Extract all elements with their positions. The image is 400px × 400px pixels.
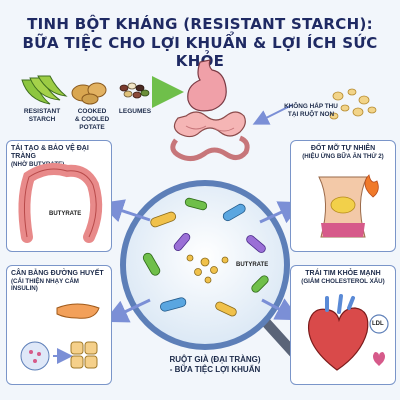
colon-benefit-card: TÁI TẠO & BẢO VỆ ĐẠI TRÀNG (NHỜ BUTYRATE… (6, 140, 112, 252)
arrow-to-heart (261, 298, 300, 321)
food-label-legumes: LEGUMES (118, 108, 152, 115)
not-absorbed-line1: KHÔNG HẤP THU (284, 103, 338, 110)
not-absorbed-line2: TẠI RUỘT NON (287, 110, 335, 118)
small-intestine-icon (170, 111, 250, 162)
fat-title-text: ĐỐT MỠ TỰ NHIÊN (310, 145, 376, 152)
page-title: TINH BỘT KHÁNG (RESISTANT STARCH): BỮA T… (0, 15, 400, 70)
title-line-2: BỮA TIỆC CHO LỢI KHUẨN & LỢI ÍCH SỨC KHỎ… (22, 34, 378, 70)
fat-subtitle-text: (HIỆU ỨNG BỮA ĂN THỨ 2) (302, 153, 384, 161)
arrow-to-sugar (103, 298, 151, 323)
heart-icon (307, 294, 389, 371)
colon-card-title: TÁI TẠO & BẢO VỆ ĐẠI TRÀNG (NHỜ BUTYRATE… (11, 145, 107, 168)
center-butyrate-tag: BUTYRATE (236, 262, 269, 268)
caption-line1: RUỘT GIÀ (ĐẠI TRÀNG) (169, 355, 261, 364)
not-absorbed-arrow (252, 104, 293, 125)
sugar-card-title: CÂN BẰNG ĐƯỜNG HUYẾT (CẢI THIỆN NHẠY CẢM… (11, 270, 107, 292)
starch-granules-icon (329, 88, 377, 120)
arrow-to-colon (99, 199, 151, 223)
heart-card-title: TRÁI TIM KHỎE MẠNH (GIẢM CHOLESTEROL XẤU… (295, 270, 391, 285)
bacteria-cluster (142, 197, 269, 317)
colon-subtitle-text: (NHỜ BUTYRATE) (11, 161, 65, 169)
arrow-to-fat (259, 201, 304, 224)
legumes-icon (119, 82, 150, 99)
fat-card-title: ĐỐT MỠ TỰ NHIÊN (HIỆU ỨNG BỮA ĂN THỨ 2) (295, 145, 391, 160)
food-label-potato: COOKED & COOLED POTATE (74, 108, 110, 131)
sugar-subtitle-text: (CẢI THIỆN NHẠY CẢM INSULIN) (11, 278, 79, 293)
blood-sugar-benefit-card: CÂN BẰNG ĐƯỜNG HUYẾT (CẢI THIỆN NHẠY CẢM… (6, 265, 112, 385)
caption-line2: - BỮA TIỆC LỢI KHUẨN (169, 365, 261, 374)
waist-fire-icon (318, 174, 379, 238)
banana-icon (21, 75, 68, 105)
sugar-title-text: CÂN BẰNG ĐƯỜNG HUYẾT (11, 270, 104, 277)
fat-benefit-card: ĐỐT MỠ TỰ NHIÊN (HIỆU ỨNG BỮA ĂN THỨ 2) (290, 140, 396, 252)
ldl-tag: LDL (372, 321, 384, 327)
heart-benefit-card: TRÁI TIM KHỎE MẠNH (GIẢM CHOLESTEROL XẤU… (290, 265, 396, 385)
not-absorbed-label: KHÔNG HẤP THU TẠI RUỘT NON (280, 103, 342, 118)
colon-butyrate-tag: BUTYRATE (49, 211, 82, 217)
colon-title-text: TÁI TẠO & BẢO VỆ ĐẠI TRÀNG (11, 145, 89, 161)
heart-subtitle-text: (GIẢM CHOLESTEROL XẤU) (301, 278, 385, 286)
food-label-resistant-starch: RESISTANT STARCH (23, 108, 61, 123)
potato-icon (71, 82, 107, 105)
stomach-icon (187, 59, 227, 112)
colon-icon (18, 163, 103, 243)
pancreas-cells-icon (20, 303, 100, 371)
heart-title-text: TRÁI TIM KHỎE MẠNH (305, 270, 381, 277)
title-line-1: TINH BỘT KHÁNG (RESISTANT STARCH): (27, 15, 373, 33)
colon-caption: RUỘT GIÀ (ĐẠI TRÀNG) - BỮA TIỆC LỢI KHUẨ… (150, 355, 280, 375)
